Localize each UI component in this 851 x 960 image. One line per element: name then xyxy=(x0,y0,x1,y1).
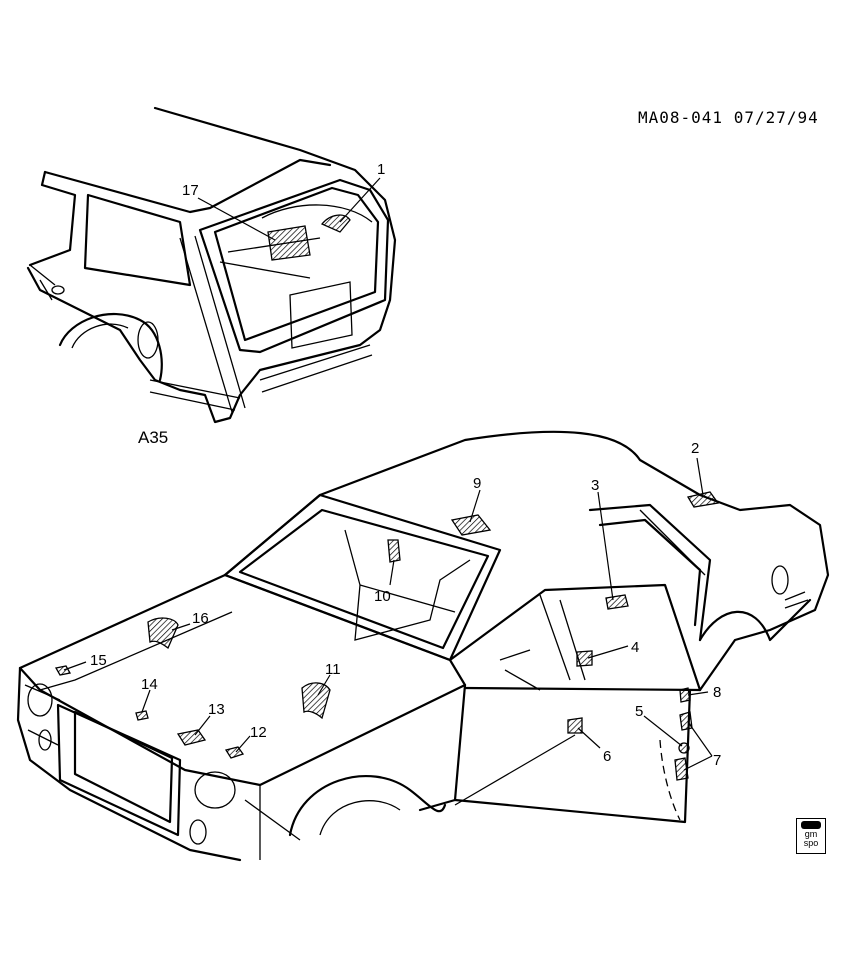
part-11 xyxy=(301,682,331,720)
callout-5: 5 xyxy=(635,703,643,720)
gm-spo-logo: gm spo xyxy=(796,818,826,854)
part-4 xyxy=(576,650,593,667)
part-14 xyxy=(135,710,149,721)
callout-3: 3 xyxy=(591,477,599,494)
callout-12: 12 xyxy=(250,724,267,741)
inset-view-label: A35 xyxy=(138,428,169,447)
part-16 xyxy=(147,617,179,650)
inset-wagon-rear xyxy=(26,106,397,424)
part-15 xyxy=(54,665,72,676)
part-1 xyxy=(320,214,351,233)
callout-14: 14 xyxy=(141,676,158,693)
callout-numbers: 1 2 3 4 5 6 7 8 9 10 11 12 13 14 15 16 1… xyxy=(90,161,721,769)
part-17 xyxy=(267,225,311,261)
callout-4: 4 xyxy=(631,639,639,656)
part-7a xyxy=(679,711,693,731)
callout-15: 15 xyxy=(90,652,107,669)
drawing-reference: MA08-041 07/27/94 xyxy=(638,108,819,127)
part-3 xyxy=(605,594,629,610)
part-6 xyxy=(567,717,583,734)
callout-2: 2 xyxy=(691,440,699,457)
callout-1: 1 xyxy=(377,161,385,178)
logo-badge-icon xyxy=(801,821,821,829)
callout-9: 9 xyxy=(473,475,481,492)
part-7b xyxy=(674,757,689,781)
part-9 xyxy=(450,514,492,536)
callout-16: 16 xyxy=(192,610,209,627)
callout-6: 6 xyxy=(603,748,611,765)
callout-13: 13 xyxy=(208,701,225,718)
logo-line-2: spo xyxy=(803,838,819,848)
part-13 xyxy=(176,729,207,746)
callout-10: 10 xyxy=(374,588,391,605)
part-10 xyxy=(387,539,401,563)
part-8 xyxy=(679,687,691,703)
sedan-body xyxy=(16,430,830,862)
part-12 xyxy=(224,746,245,759)
callout-8: 8 xyxy=(713,684,721,701)
callout-17: 17 xyxy=(182,182,199,199)
callout-11: 11 xyxy=(325,661,341,678)
logo-line-1: gm xyxy=(804,829,818,839)
callout-7: 7 xyxy=(713,752,721,769)
